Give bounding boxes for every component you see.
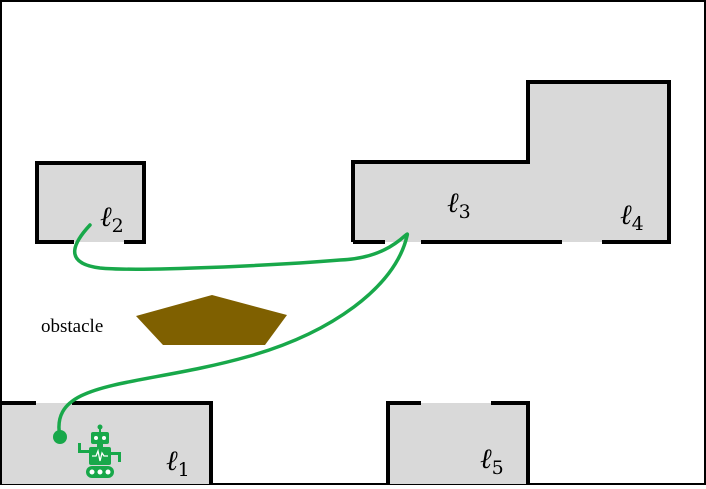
room-l3-label: ℓ3 [447,186,471,223]
obstacle-label: obstacle [41,316,103,337]
room-l5: ℓ5 [386,401,530,484]
room-l2-walls [35,161,146,244]
room-l1-wall-right [72,401,213,484]
room-l3-l4: ℓ3 ℓ4 [351,80,671,244]
room-l1-label: ℓ1 [166,444,190,481]
obstacle-shape [136,295,287,345]
room-l5-label: ℓ5 [480,442,504,479]
robot-icon [78,424,121,478]
room-l4-label: ℓ4 [620,198,644,235]
room-l5-floor [388,403,528,484]
room-l2: ℓ2 [35,161,146,244]
path-start-dot [53,430,67,444]
robot-path [57,223,410,439]
room-l5-wall-left [386,401,421,484]
room-l3-l4-walls [351,80,671,244]
obstacle: obstacle [41,295,287,345]
room-l5-wall-right [491,401,530,484]
room-l2-floor [37,163,144,242]
room-l2-label: ℓ2 [100,200,124,237]
